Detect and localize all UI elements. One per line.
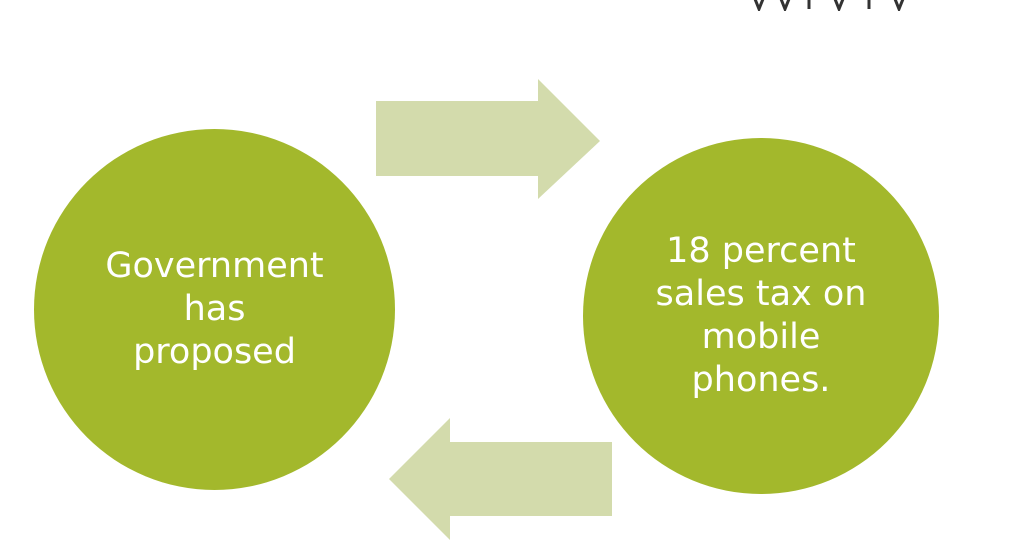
right-arrow (376, 79, 600, 199)
node-sales-tax: 18 percent sales tax on mobile phones. (583, 138, 939, 494)
node-government-proposed-label: Government has proposed (105, 246, 324, 372)
node-government-proposed: Government has proposed (34, 129, 395, 490)
left-arrow (389, 418, 612, 540)
cropped-heading-fragment (745, 0, 915, 11)
node-sales-tax-label: 18 percent sales tax on mobile phones. (655, 231, 867, 400)
